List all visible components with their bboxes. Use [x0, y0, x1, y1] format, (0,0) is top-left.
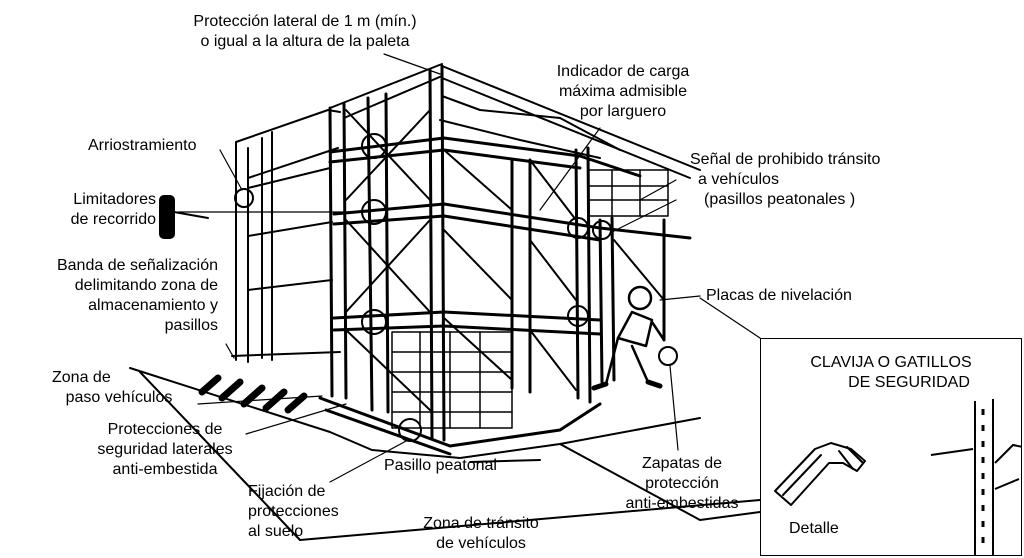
label-line: Señal de prohibido tránsito [690, 151, 881, 168]
floor-lines [129, 367, 761, 541]
label-line: paso vehículos [65, 389, 173, 406]
label-line: máxima admisible [558, 83, 688, 100]
label-line: anti-embestida [112, 461, 218, 478]
pedestrian-figure [591, 285, 666, 391]
label-line: Arriostramiento [88, 137, 197, 154]
label-line: Banda de señalización [56, 257, 218, 274]
label-line: Limitadores [73, 191, 156, 208]
stored-load [391, 169, 669, 429]
label-line: a vehículos [698, 171, 779, 188]
safety-pin-detail-panel: CLAVIJA O GATILLOS DE SEGURIDAD Detalle [760, 338, 1022, 556]
label-vehicle-transit-zone: Zona de tránsito de vehículos [396, 514, 566, 554]
label-line: Zona de [52, 369, 111, 386]
label-leveling-plates: Placas de nivelación [706, 286, 852, 306]
label-line: pasillos [164, 317, 218, 334]
detail-panel-title: CLAVIJA O GATILLOS DE SEGURIDAD [771, 353, 1011, 393]
leader-lines [177, 53, 761, 483]
label-pedestrian-aisle: Pasillo peatonal [384, 456, 497, 476]
label-line: delimitando zona de [74, 277, 218, 294]
label-line: DE SEGURIDAD [848, 374, 970, 391]
label-line: de vehículos [436, 535, 526, 552]
label-line: Protecciones de [107, 421, 223, 438]
label-line: Indicador de carga [556, 63, 690, 80]
label-line: Protección lateral de 1 m (mín.) [193, 13, 417, 30]
label-line: Placas de nivelación [706, 287, 852, 304]
label-bracing: Arriostramiento [88, 136, 196, 156]
label-line: protecciones [248, 503, 339, 520]
detail-caption: Detalle [789, 520, 839, 537]
label-line: por larguero [579, 103, 667, 120]
label-line: Zona de tránsito [423, 515, 539, 532]
label-signal-band: Banda de señalización delimitando zona d… [4, 256, 218, 336]
label-line: Pasillo peatonal [384, 457, 497, 474]
label-line: CLAVIJA O GATILLOS [810, 354, 972, 371]
travel-limiter-icon [159, 195, 209, 239]
label-line: Zapatas de [641, 455, 723, 472]
label-line: seguridad laterales [97, 441, 233, 458]
vehicle-zone-hatching [198, 374, 308, 414]
label-line: (pasillos peatonales ) [704, 191, 856, 208]
safety-pin-icon [774, 399, 1021, 555]
label-line: protección [645, 475, 719, 492]
label-vehicle-pass-zone: Zona de paso vehículos [46, 368, 192, 408]
top-side-protection [329, 63, 701, 179]
label-line: almacenamiento y [88, 297, 218, 314]
label-anti-impact-protections: Protecciones de seguridad laterales anti… [82, 420, 248, 480]
label-line: de recorrido [70, 211, 156, 228]
label-no-vehicle-sign: Señal de prohibido tránsito a vehículos … [690, 150, 880, 210]
label-protective-shoes: Zapatas de protección anti-embestidas [608, 454, 756, 514]
label-line: anti-embestidas [625, 495, 739, 512]
rack-base [318, 396, 602, 456]
cross-bracing [345, 109, 665, 411]
label-floor-fixing: Fijación de protecciones al suelo [248, 482, 339, 542]
label-travel-limiters: Limitadores de recorrido [44, 190, 156, 230]
upright-detail [930, 399, 1021, 555]
left-rack-frame [231, 109, 341, 363]
label-load-indicator: Indicador de carga máxima admisible por … [548, 62, 698, 122]
rack-uprights [328, 64, 666, 442]
rack-beams [328, 136, 692, 336]
label-line: Fijación de [248, 483, 326, 500]
label-line: o igual a la altura de la paleta [200, 33, 410, 50]
label-side-protection: Protección lateral de 1 m (mín.) o igual… [160, 12, 450, 52]
label-line: al suelo [248, 523, 304, 540]
